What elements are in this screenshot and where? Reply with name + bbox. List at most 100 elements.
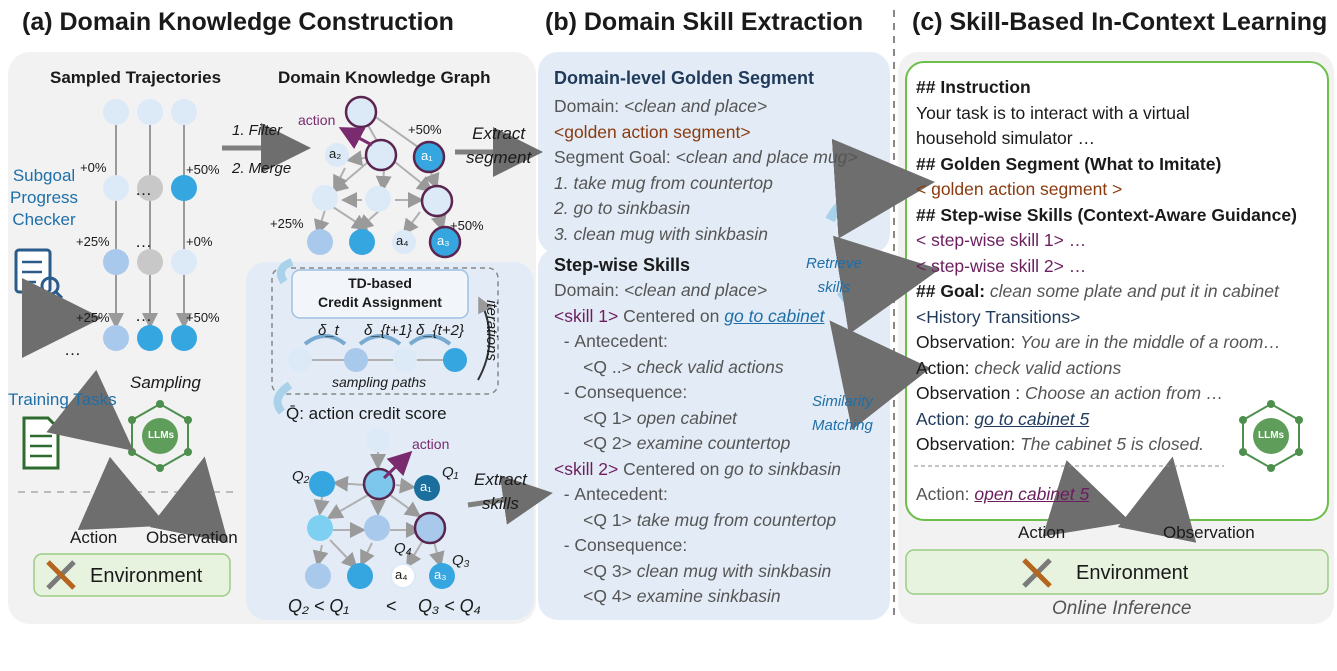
traj-node	[137, 175, 163, 201]
plain-text: Domain:	[554, 96, 625, 116]
italic-text: clean some plate and put it in cabinet	[989, 281, 1279, 301]
credit-action-arrow	[382, 450, 413, 480]
observation-up-arrow	[149, 456, 229, 543]
plain-text: - Consequence:	[554, 382, 688, 402]
final-action-line: Action: open cabinet 5	[916, 484, 1090, 504]
plain-text: - Consequence:	[554, 535, 688, 555]
skill-line: <skill 2> Centered on go to sinkbasin	[554, 456, 841, 482]
traj-node	[103, 99, 129, 125]
traj-node	[171, 249, 197, 275]
pct-label: +50%	[186, 162, 220, 177]
tag-text: < step-wise skill 2> …	[916, 255, 1087, 276]
stepwise-title: Step-wise Skills	[554, 255, 691, 275]
traj-node	[137, 99, 163, 125]
tools-icon-c	[1022, 558, 1052, 588]
tag-text: <skill 1>	[554, 305, 619, 326]
delta-label: δ_t	[318, 322, 339, 339]
sampling-paths-label: sampling paths	[332, 374, 427, 390]
action-arrow	[338, 127, 373, 150]
environment-label-a: Environment	[90, 565, 203, 587]
golden-line: 1. take mug from countertop	[554, 170, 773, 196]
golden-line: <golden action segment>	[554, 119, 751, 145]
credit-score-label: Q̄: action credit score	[286, 404, 447, 423]
credit-a1-label: a₁	[420, 479, 432, 494]
plain-text: <Q 2>	[554, 433, 637, 453]
prompt-line: ## Golden Segment (What to Imitate)	[916, 151, 1221, 177]
plain-text: Observation:	[916, 332, 1021, 352]
skill-line: - Antecedent:	[554, 328, 668, 354]
q-label: Q₁	[442, 464, 459, 481]
prompt-line: < step-wise skill 2> …	[916, 253, 1086, 279]
node-a2-label: a₂	[329, 146, 342, 161]
skill-line: Domain: <clean and place>	[554, 277, 767, 303]
prompt-line: <History Transitions>	[916, 304, 1080, 330]
observation-up-arrow-c	[1117, 456, 1197, 543]
action-label-c: Action	[1018, 523, 1066, 542]
llms-label-a: LLMs	[148, 430, 175, 441]
ellipsis: …	[64, 340, 81, 359]
inequality-left: Q₂ < Q₁	[288, 596, 350, 616]
italic-text: Choose an action from …	[1024, 383, 1224, 403]
italic-text: clean mug with sinkbasin	[636, 560, 832, 581]
checker-arrow	[21, 277, 102, 358]
action-label-a: Action	[70, 528, 118, 547]
italic-text: take mug from countertop	[636, 509, 837, 530]
credit-action-label: action	[412, 436, 450, 452]
plain-text: household simulator …	[916, 128, 1095, 148]
traj-node	[171, 175, 197, 201]
iteration-loop-arrow	[477, 296, 493, 381]
italic-text: check valid actions	[974, 357, 1122, 378]
sampled-trajectories-label: Sampled Trajectories	[50, 68, 222, 87]
tag-text: <History Transitions>	[916, 306, 1081, 327]
plain-text: - Antecedent:	[554, 484, 668, 504]
ellipsis: …	[135, 180, 152, 199]
action-link[interactable]: go to cabinet 5	[974, 408, 1090, 429]
subgoal-checker-label: Subgoal Progress Checker	[10, 166, 79, 229]
final-action-link[interactable]: open cabinet 5	[974, 484, 1090, 504]
italic-text: 2. go to sinkbasin	[554, 198, 691, 218]
environment-box-c	[905, 549, 1329, 595]
skill-link[interactable]: go to cabinet	[724, 305, 825, 326]
node-a1-label: a₁	[421, 148, 433, 163]
skill-line: <Q 1> take mug from countertop	[554, 507, 836, 533]
plain-text: <Q ..>	[554, 356, 637, 377]
td-box	[271, 267, 499, 395]
prompt-line: Action: go to cabinet 5	[916, 406, 1089, 432]
environment-label-c: Environment	[1076, 562, 1189, 584]
bold-text: ## Instruction	[916, 77, 1031, 97]
pct-label: +0%	[186, 234, 213, 249]
panel-b-golden-background	[538, 52, 890, 254]
prompt-line: Observation : Choose an action from …	[916, 380, 1223, 406]
curve-arrow-2	[273, 381, 293, 415]
italic-text: examine sinkbasin	[636, 586, 781, 606]
traj-node	[137, 249, 163, 275]
panel-b-skills-background	[538, 248, 890, 620]
node-a4-label: a₄	[396, 233, 409, 248]
bold-text: ## Golden Segment (What to Imitate)	[916, 153, 1222, 174]
plain-text: <Q 3>	[554, 560, 637, 581]
curve-arrow-1	[276, 258, 294, 285]
inequality-mid: <	[386, 596, 397, 616]
trajectory-grid	[103, 99, 197, 351]
bold-text: ## Goal:	[916, 281, 990, 301]
italic-text: open cabinet	[636, 407, 737, 428]
italic-text: 1. take mug from countertop	[554, 172, 773, 193]
credit-a3-label: a₃	[434, 567, 447, 582]
plain-text: Action:	[916, 408, 975, 429]
inequality-right: Q₃ < Q₄	[418, 596, 481, 616]
observation-label-c: Observation	[1163, 523, 1255, 542]
iterations-label: iterations	[483, 300, 500, 361]
traj-node	[137, 325, 163, 351]
italic-text: <clean and place>	[624, 280, 768, 300]
action-down-arrow	[77, 456, 167, 531]
prompt-line: ## Step-wise Skills (Context-Aware Guida…	[916, 202, 1297, 228]
q-label: Q₄	[394, 540, 412, 557]
plain-text: Action:	[916, 357, 975, 378]
traj-node	[103, 325, 129, 351]
q-label: Q₂	[292, 468, 310, 485]
pct-label: +50%	[186, 310, 220, 325]
golden-retrieve-arrow	[825, 138, 935, 239]
